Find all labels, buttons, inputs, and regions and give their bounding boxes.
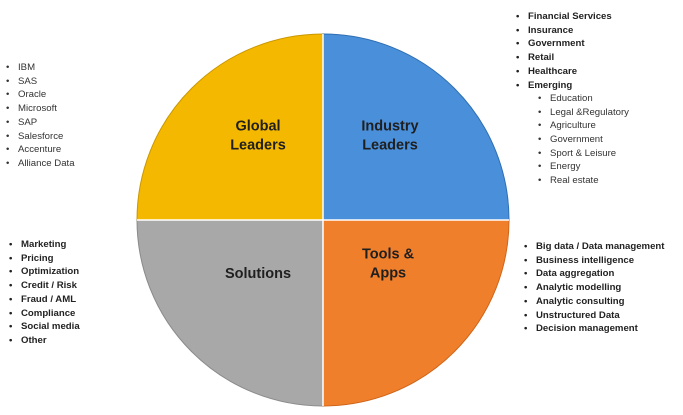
emerging-item: Energy xyxy=(538,160,629,174)
emerging-item: Sport & Leisure xyxy=(538,147,629,161)
emerging-item: Education xyxy=(538,92,629,106)
tool-item: Big data / Data management xyxy=(524,240,664,254)
solution-item: Marketing xyxy=(9,238,80,252)
quadrant-label-tools-apps: Tools &Apps xyxy=(362,247,415,282)
global-leaders-list: IBMSASOracleMicrosoftSAPSalesforceAccent… xyxy=(6,61,75,171)
quadrant-solutions xyxy=(136,219,324,407)
global-leader-item: Salesforce xyxy=(6,130,75,144)
global-leader-item: SAS xyxy=(6,75,75,89)
quadrant-industry-leaders xyxy=(322,33,510,221)
industry-list: Financial ServicesInsuranceGovernmentRet… xyxy=(516,10,629,187)
solution-item: Fraud / AML xyxy=(9,293,80,307)
quadrant-tools-apps xyxy=(322,219,510,407)
solution-item: Credit / Risk xyxy=(9,279,80,293)
emerging-sublist: EducationLegal &RegulatoryAgricultureGov… xyxy=(516,92,629,187)
industry-item: Healthcare xyxy=(516,65,629,79)
solution-item: Other xyxy=(9,334,80,348)
global-leader-item: Oracle xyxy=(6,88,75,102)
tool-item: Analytic modelling xyxy=(524,281,664,295)
quadrant-label-solutions: Solutions xyxy=(225,266,291,282)
global-leader-item: Alliance Data xyxy=(6,157,75,171)
solution-item: Social media xyxy=(9,320,80,334)
tool-item: Business intelligence xyxy=(524,254,664,268)
emerging-item: Real estate xyxy=(538,174,629,188)
solution-item: Compliance xyxy=(9,307,80,321)
industry-item: Insurance xyxy=(516,24,629,38)
tool-item: Analytic consulting xyxy=(524,295,664,309)
industry-item: Retail xyxy=(516,51,629,65)
tool-item: Unstructured Data xyxy=(524,309,664,323)
global-leader-item: IBM xyxy=(6,61,75,75)
emerging-item: Government xyxy=(538,133,629,147)
solutions-list: MarketingPricingOptimizationCredit / Ris… xyxy=(9,238,80,348)
industry-item: Government xyxy=(516,37,629,51)
emerging-item: Legal &Regulatory xyxy=(538,106,629,120)
solution-item: Optimization xyxy=(9,265,80,279)
tool-item: Data aggregation xyxy=(524,267,664,281)
emerging-item: Agriculture xyxy=(538,119,629,133)
solution-item: Pricing xyxy=(9,252,80,266)
industry-item: Financial Services xyxy=(516,10,629,24)
global-leader-item: SAP xyxy=(6,116,75,130)
quadrant-global-leaders xyxy=(136,33,324,221)
global-leader-item: Accenture xyxy=(6,143,75,157)
tool-item: Decision management xyxy=(524,322,664,336)
global-leader-item: Microsoft xyxy=(6,102,75,116)
industry-item: Emerging xyxy=(516,79,629,93)
tools-apps-list: Big data / Data managementBusiness intel… xyxy=(524,240,664,336)
